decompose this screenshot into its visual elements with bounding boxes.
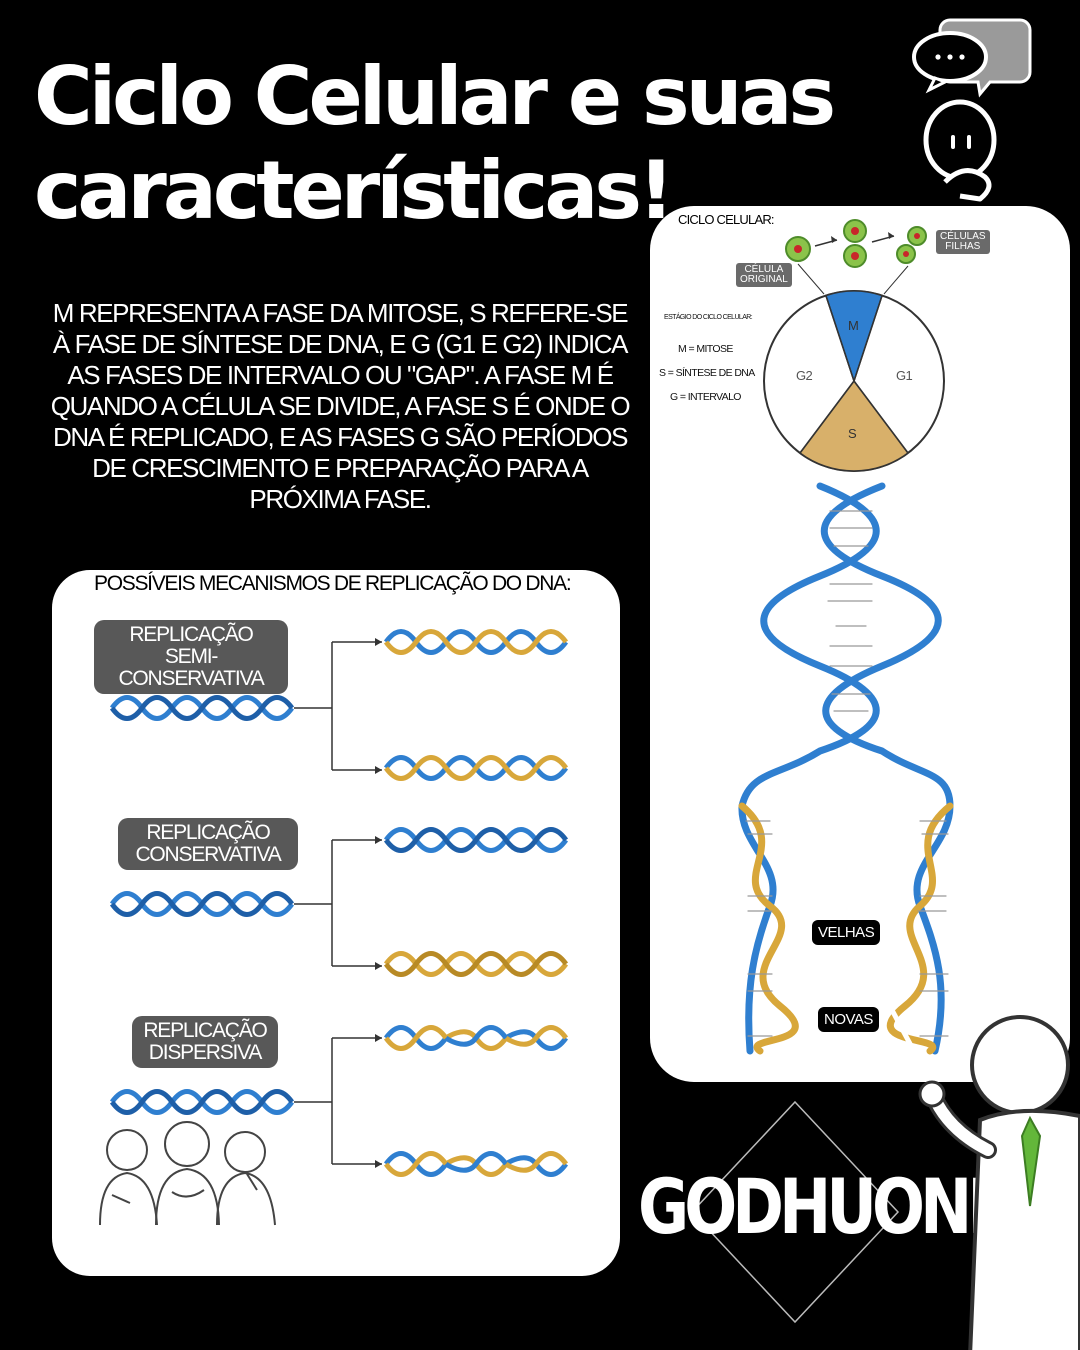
pie-label-m: M <box>848 318 859 333</box>
daughter-dna-disp-2 <box>386 1154 566 1175</box>
parent-dna-cons <box>112 894 292 915</box>
daughter-dna-semi-1 <box>386 632 566 653</box>
tag-original-cell: CÉLULA ORIGINAL <box>736 263 792 287</box>
parent-dna-semi <box>112 698 292 719</box>
replication-title: POSSÍVEIS MECANISMOS DE REPLICAÇÃO DO DN… <box>94 572 572 595</box>
cycle-title: CICLO CELULAR: <box>678 212 775 227</box>
label-dispersive: REPLICAÇÃO DISPERSIVA <box>132 1016 278 1068</box>
legend-s: S = SÍNTESE DE DNA <box>659 367 755 379</box>
tag-new-strands: NOVAS <box>818 1007 879 1032</box>
daughter-dna-cons-2 <box>386 954 566 975</box>
speech-bubbles-icon <box>912 18 1032 98</box>
daughter-dna-disp-1 <box>386 1028 566 1049</box>
title-line-1: Ciclo Celular e suas <box>34 50 836 143</box>
label-semi-conservative: REPLICAÇÃO SEMI- CONSERVATIVA <box>94 620 288 694</box>
page-title: Ciclo Celular e suas características! <box>34 50 836 238</box>
title-line-2: características! <box>34 144 674 237</box>
parent-dna-disp <box>112 1092 292 1113</box>
stage-title: ESTÁGIO DO CICLO CELULAR: <box>664 314 753 321</box>
replication-card: POSSÍVEIS MECANISMOS DE REPLICAÇÃO DO DN… <box>52 570 620 1276</box>
teacher-pointer-icon <box>889 1007 1080 1350</box>
replication-diagram <box>99 570 620 1226</box>
daughter-dna-semi-2 <box>386 758 566 779</box>
cell-cycle-card: CICLO CELULAR: CÉLULA ORIGINAL CÉLULAS F… <box>650 206 1070 1082</box>
dna-replication-fork <box>738 482 954 1055</box>
thinking-person-icon <box>912 18 1032 202</box>
intro-paragraph: M representa a fase da mitose, S refere-… <box>50 298 631 514</box>
tag-daughter-cells: CÉLULAS FILHAS <box>936 230 990 254</box>
pie-label-g2: G2 <box>796 368 813 383</box>
label-conservative: REPLICAÇÃO CONSERVATIVA <box>118 818 298 870</box>
tag-old-strands: VELHAS <box>812 920 881 945</box>
cell-cycle-diagram <box>738 219 954 1055</box>
cell-cycle-pie <box>763 290 945 472</box>
cells-division-illustration <box>785 219 927 295</box>
pie-label-s: S <box>848 426 857 441</box>
pie-label-g1: G1 <box>896 368 913 383</box>
brand-logo: GODHUOND <box>638 1162 1019 1251</box>
daughter-dna-cons-1 <box>386 830 566 851</box>
legend-g: G = INTERVALO <box>670 391 741 403</box>
brand-diamond-frame <box>690 1100 900 1324</box>
legend-m: M = MITOSE <box>678 343 733 355</box>
group-people-icon <box>99 1121 276 1226</box>
